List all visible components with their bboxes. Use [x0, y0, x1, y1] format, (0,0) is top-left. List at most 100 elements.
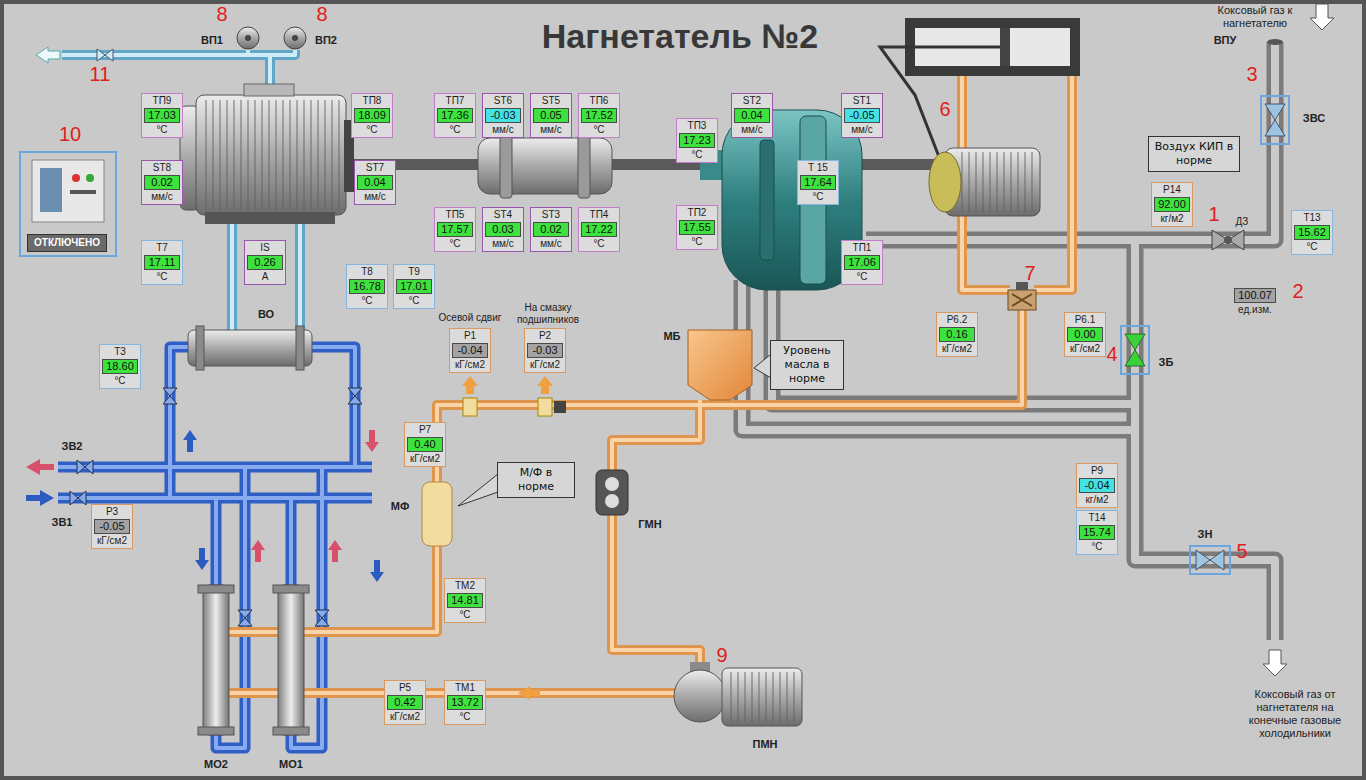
hydraulic-actuator	[880, 18, 1080, 216]
status-callout: М/Ф в норме	[497, 462, 575, 498]
sensor-box: ТП117.06°C	[841, 240, 883, 285]
sensor-tag: T14	[1079, 512, 1115, 524]
unit-label: °C	[581, 238, 617, 250]
valve	[163, 388, 177, 404]
sensor-value: 0.03	[485, 222, 521, 237]
sensor-value: 18.09	[354, 108, 390, 123]
flow-note: Осевой сдвиг	[439, 312, 502, 324]
fan	[292, 35, 298, 41]
sensor-tag: ТП2	[679, 207, 715, 219]
oil-cooler	[273, 727, 309, 735]
unit-label: °C	[1294, 241, 1330, 253]
sensor-box: ТП317.23°C	[676, 118, 718, 163]
control-panel	[72, 174, 80, 182]
cooling-pipe	[62, 55, 270, 90]
sensor-value: 0.04	[734, 108, 770, 123]
water-pipe	[214, 498, 218, 590]
sensor-value: -0.03	[527, 343, 563, 358]
flow-arrow	[328, 540, 342, 562]
sensor-box: ТП617.52°C	[578, 93, 620, 138]
equipment-tag: ЗБ	[1159, 356, 1174, 369]
unit-label: °C	[437, 124, 473, 136]
flow-arrow	[26, 4, 1334, 700]
equipment-tag: ЗВ2	[62, 440, 83, 453]
sensor-box: ТП417.22°C	[578, 207, 620, 252]
sensor-box: IS0.26A	[244, 240, 286, 285]
status-note: Воздух КИП в норме	[1153, 140, 1235, 168]
sensor-value: 0.00	[1067, 327, 1103, 342]
sensor-box: T1415.74°C	[1076, 510, 1118, 555]
sensor-value: 100.07	[1234, 288, 1276, 303]
sensor-box: ТМ113.72°C	[444, 680, 486, 725]
callout-pointer	[754, 354, 771, 378]
sensor-value: 16.78	[349, 279, 385, 294]
unit-label: A	[247, 271, 283, 283]
oil-pipe	[612, 400, 700, 470]
water-pipe	[58, 465, 372, 469]
sensor-value: -0.04	[1079, 478, 1115, 493]
sensor-tag: ST3	[533, 209, 569, 221]
oil-cooler	[273, 585, 309, 593]
cooling-pipe	[62, 55, 270, 90]
electric-motor	[205, 212, 335, 224]
equipment-tag: ПМН	[752, 738, 777, 751]
equipment-tag: МБ	[663, 330, 680, 343]
gas-pipe	[1135, 240, 1275, 640]
flow-arrow	[365, 430, 379, 452]
flow-arrow	[251, 540, 265, 562]
unit-label: °C	[437, 238, 473, 250]
sensor-box: ST50.05мм/с	[530, 93, 572, 138]
status-callout: Уровень масла в норме	[770, 340, 844, 390]
control-panel	[32, 160, 104, 222]
heat-exchanger	[188, 326, 312, 370]
unit-label: °C	[447, 711, 483, 723]
oil-pipe	[612, 515, 700, 668]
sensor-box: ТП717.36°C	[434, 93, 476, 138]
electric-motor	[180, 84, 354, 224]
control-panel	[70, 190, 96, 194]
status-note: М/Ф в норме	[502, 466, 570, 494]
oil-pump	[722, 668, 802, 726]
oil-pipe	[612, 515, 700, 668]
sensor-box: T816.78°C	[346, 264, 388, 309]
sensor-box: T717.11°C	[141, 240, 183, 285]
sensor-tag: P5	[387, 682, 423, 694]
flow-arrow	[26, 490, 54, 506]
sensor-box: T917.01°C	[393, 264, 435, 309]
sensor-box: ST1-0.05мм/с	[841, 93, 883, 138]
oil-pipe	[222, 546, 437, 632]
sensor-tag: P6.2	[939, 314, 975, 326]
unit-label: °C	[1079, 541, 1115, 553]
sensor-tag: ТП3	[679, 120, 715, 132]
equipment-tag: ВП2	[315, 34, 337, 47]
status-note: Уровень масла в норме	[775, 344, 839, 386]
equipment-tag: МО2	[204, 758, 228, 771]
flow-arrow	[1310, 4, 1334, 30]
pipe-fitting	[463, 398, 477, 416]
callout-number: 8	[316, 3, 327, 25]
flow-note: Коксовый газ к нагнетателю	[1205, 4, 1305, 30]
sensor-tag: T8	[349, 266, 385, 278]
callout-number: 2	[1292, 280, 1303, 302]
oil-cooler	[278, 585, 304, 735]
equipment-tag: ГМН	[638, 518, 661, 531]
valve	[97, 49, 113, 61]
sensor-value: 0.02	[533, 222, 569, 237]
fan	[237, 27, 259, 49]
sensor-tag: ТМ2	[447, 580, 483, 592]
gas-pipe	[1135, 240, 1275, 640]
valve	[238, 610, 252, 626]
cooling-pipe	[298, 220, 302, 330]
diagram-title: Нагнетатель №2	[542, 16, 819, 56]
oil-filter	[422, 482, 452, 546]
oil-pump	[674, 662, 802, 726]
callout-pointer	[458, 474, 498, 506]
callout-number: 7	[1024, 262, 1035, 284]
cooling-pipe	[248, 50, 295, 55]
sensor-value: 15.62	[1294, 225, 1330, 240]
sensor-value: 0.26	[247, 255, 283, 270]
coupling	[478, 138, 612, 194]
sensor-box: ST6-0.03мм/с	[482, 93, 524, 138]
